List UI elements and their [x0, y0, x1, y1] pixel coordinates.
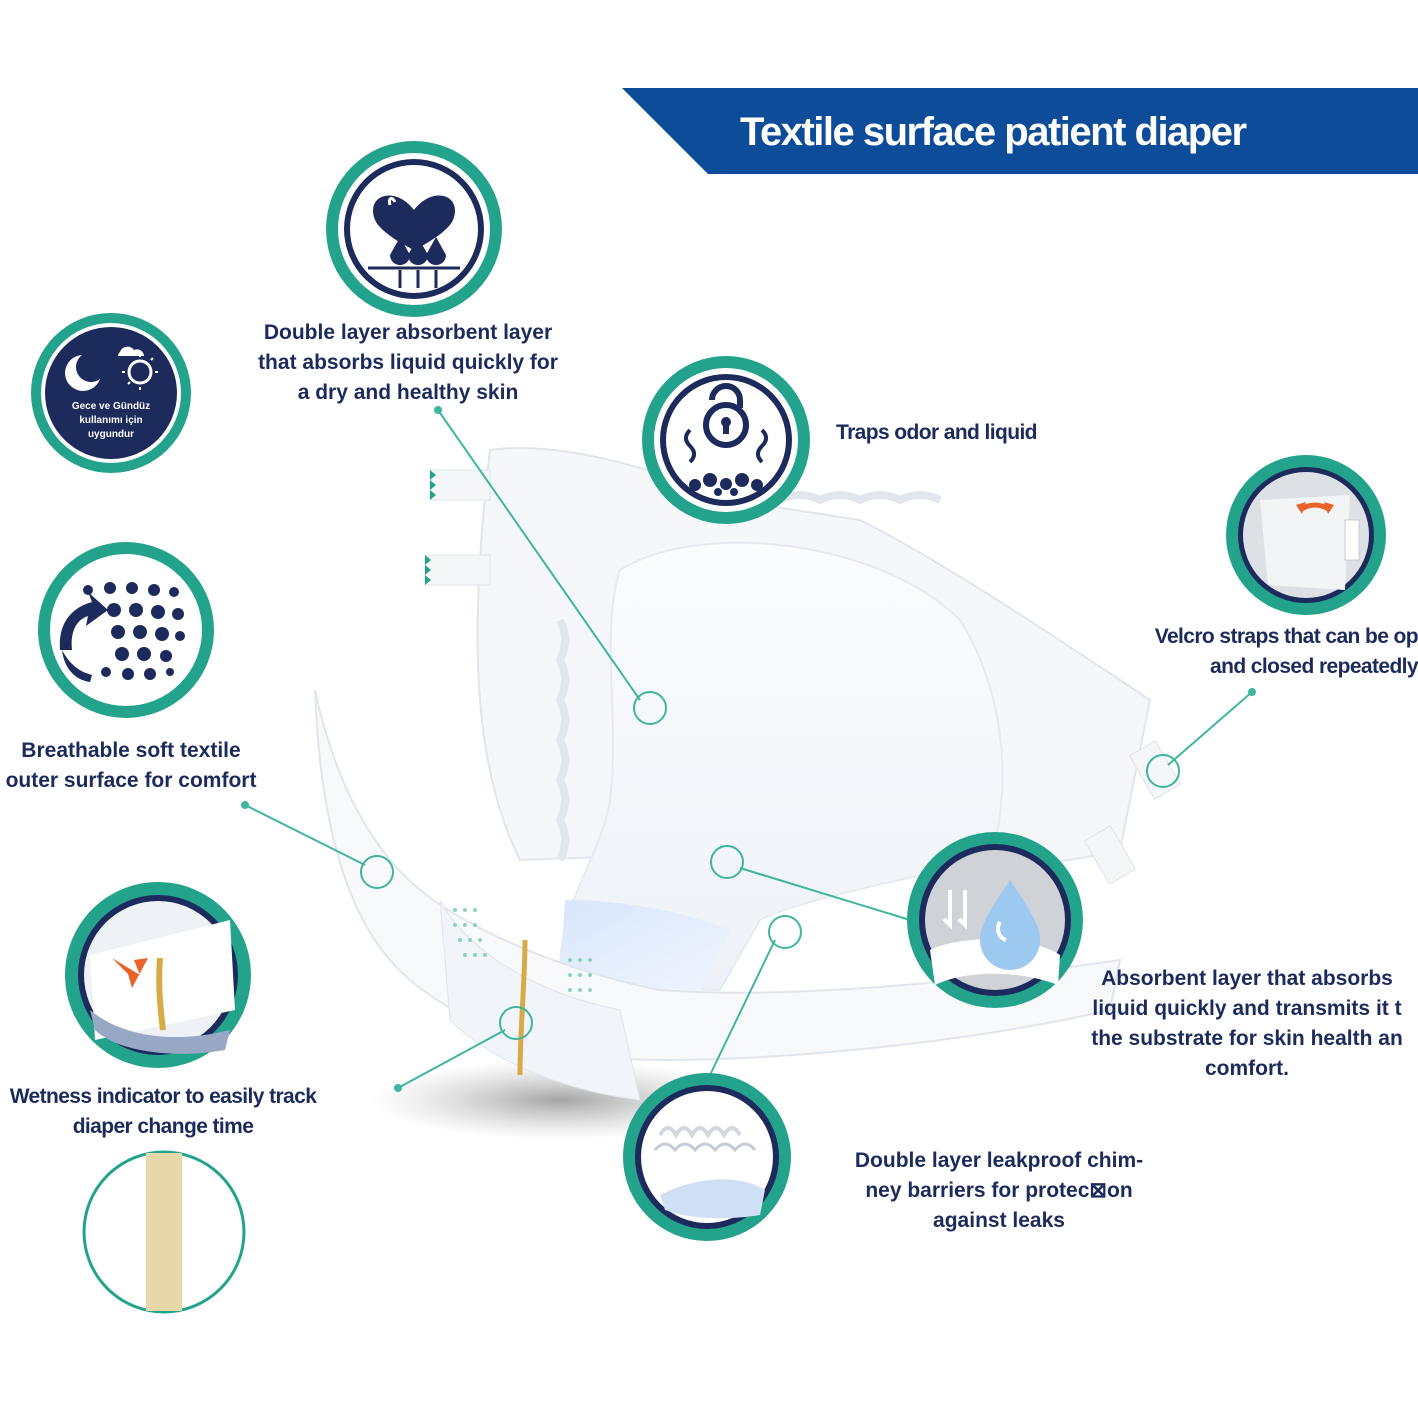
feature-line: ney barriers for protec⊠on — [865, 1179, 1133, 1202]
feature-line: diaper change time — [72, 1115, 254, 1138]
feature-breathable-textile: Breathable soft textile outer surface fo… — [0, 736, 262, 796]
feature-line: outer surface for comfort — [5, 769, 257, 792]
feature-line: the substrate for skin health an — [1091, 1027, 1403, 1050]
feature-leakproof-barriers: Double layer leakproof chim- ney barrier… — [836, 1146, 1162, 1236]
feature-line: Velcro straps that can be op — [1154, 625, 1418, 648]
day-night-icon — [31, 313, 191, 473]
breathable-dots-icon — [38, 542, 214, 718]
feature-line: and closed repeatedly — [1210, 655, 1418, 678]
feature-line: that absorbs liquid quickly for — [258, 351, 558, 374]
feature-traps-odor: Traps odor and liquid — [836, 418, 1038, 448]
leader-lines — [244, 409, 1253, 1089]
pad-blue-core — [560, 900, 730, 990]
front-panel — [439, 899, 641, 1101]
feature-wetness-indicator: Wetness indicator to easily track diaper… — [0, 1082, 326, 1142]
feature-line: Absorbent layer that absorbs — [1101, 967, 1393, 990]
feature-line: Wetness indicator to easily track — [9, 1085, 317, 1108]
header-banner — [622, 88, 1418, 174]
hotspot-rings — [360, 691, 1180, 1040]
leak-barrier-icon — [623, 1073, 791, 1241]
absorbent-pad — [558, 541, 1004, 992]
feature-line: liquid quickly and transmits it t — [1092, 997, 1402, 1020]
badge-line: uygundur — [87, 429, 135, 440]
velcro-strap-icon — [1226, 455, 1386, 615]
wetness-indicator-icon — [65, 882, 251, 1068]
feature-line: Double layer leakproof chim- — [854, 1149, 1144, 1172]
water-drop-icon — [907, 832, 1083, 1008]
feature-line: against leaks — [933, 1209, 1065, 1232]
feature-line: Breathable soft textile — [21, 739, 241, 762]
badge-line: Gece ve Gündüz — [71, 401, 151, 412]
feature-line: comfort. — [1205, 1057, 1289, 1080]
badge-line: kullanımı için — [79, 415, 143, 426]
feature-absorbent-transmit: Absorbent layer that absorbs liquid quic… — [1076, 964, 1418, 1084]
feature-line: a dry and healthy skin — [297, 381, 519, 404]
wetness-indicator-strip — [517, 939, 528, 1076]
diaper-front-belt — [314, 689, 1122, 1062]
feature-line: Traps odor and liquid — [836, 421, 1038, 444]
day-night-badge-text: Gece ve Gündüz kullanımı için uygundur — [56, 400, 166, 442]
wetness-strip-icon — [82, 1150, 246, 1314]
feature-line: Double layer absorbent layer — [263, 321, 553, 344]
feature-velcro-straps: Velcro straps that can be op and closed … — [1140, 622, 1418, 682]
lock-odor-icon — [642, 356, 810, 524]
feature-double-layer-absorbent: Double layer absorbent layer that absorb… — [238, 318, 578, 408]
page-title: Textile surface patient diaper — [740, 110, 1247, 154]
heart-hands-drops-icon — [326, 141, 502, 317]
front-dot-pattern — [453, 908, 592, 992]
